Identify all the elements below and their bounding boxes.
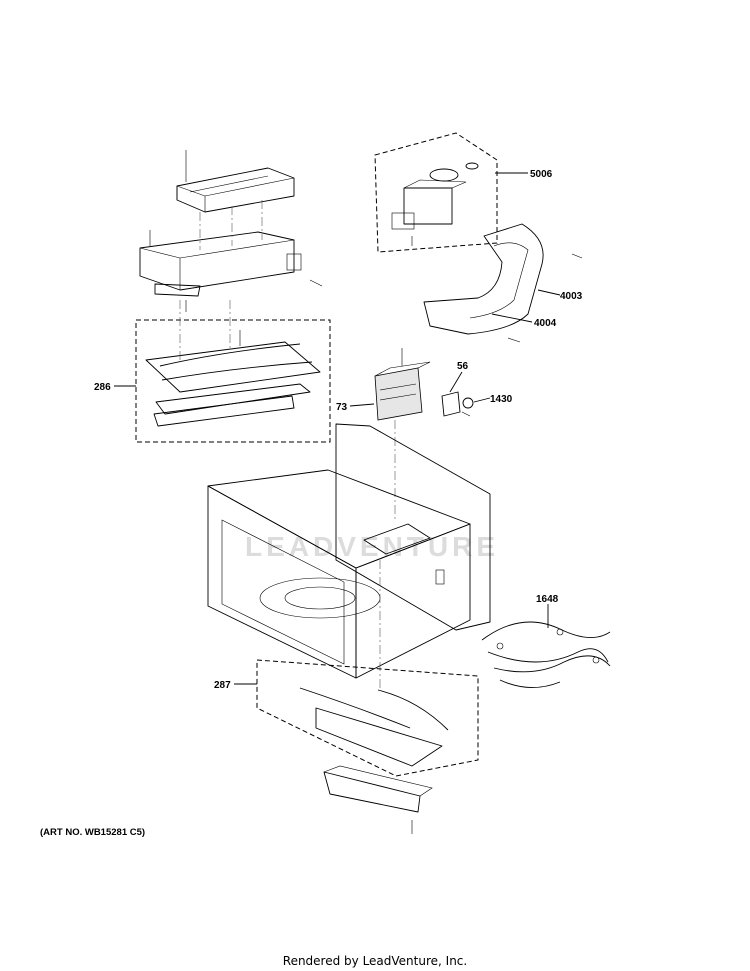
callout-4003: 4003 <box>537 289 583 302</box>
callout-73: 73 <box>336 402 375 413</box>
svg-text:1430: 1430 <box>490 394 513 405</box>
magnetron-73 <box>374 348 431 520</box>
svg-text:286: 286 <box>94 382 111 393</box>
callout-286: 286 <box>94 382 136 393</box>
top-cover-assembly <box>139 150 323 312</box>
svg-text:4004: 4004 <box>534 318 557 329</box>
oven-cavity <box>207 423 491 690</box>
svg-text:73: 73 <box>336 402 348 413</box>
svg-text:5006: 5006 <box>530 169 553 180</box>
art-number: (ART NO. WB15281 C5) <box>40 827 146 838</box>
callout-5006: 5006 <box>495 169 553 180</box>
bracket-56 <box>441 391 461 417</box>
rendered-by-footer: Rendered by LeadVenture, Inc. <box>282 954 468 968</box>
callout-4004: 4004 <box>491 313 557 329</box>
thermostat-1430 <box>461 397 474 417</box>
lower-heater-assembly-287 <box>256 659 479 834</box>
svg-text:56: 56 <box>457 361 469 372</box>
heater-assembly-286 <box>135 300 331 443</box>
wire-harness-1648 <box>481 621 611 688</box>
callout-287: 287 <box>214 680 257 691</box>
svg-text:4003: 4003 <box>560 291 583 302</box>
callout-56: 56 <box>449 361 469 393</box>
svg-text:287: 287 <box>214 680 231 691</box>
air-duct-4003 <box>423 223 583 343</box>
watermark: LEADVENTURE <box>245 531 499 562</box>
fan-assembly-5006 <box>374 132 498 253</box>
callout-1430: 1430 <box>473 394 513 405</box>
callout-1648: 1648 <box>536 594 559 628</box>
svg-text:1648: 1648 <box>536 594 559 605</box>
